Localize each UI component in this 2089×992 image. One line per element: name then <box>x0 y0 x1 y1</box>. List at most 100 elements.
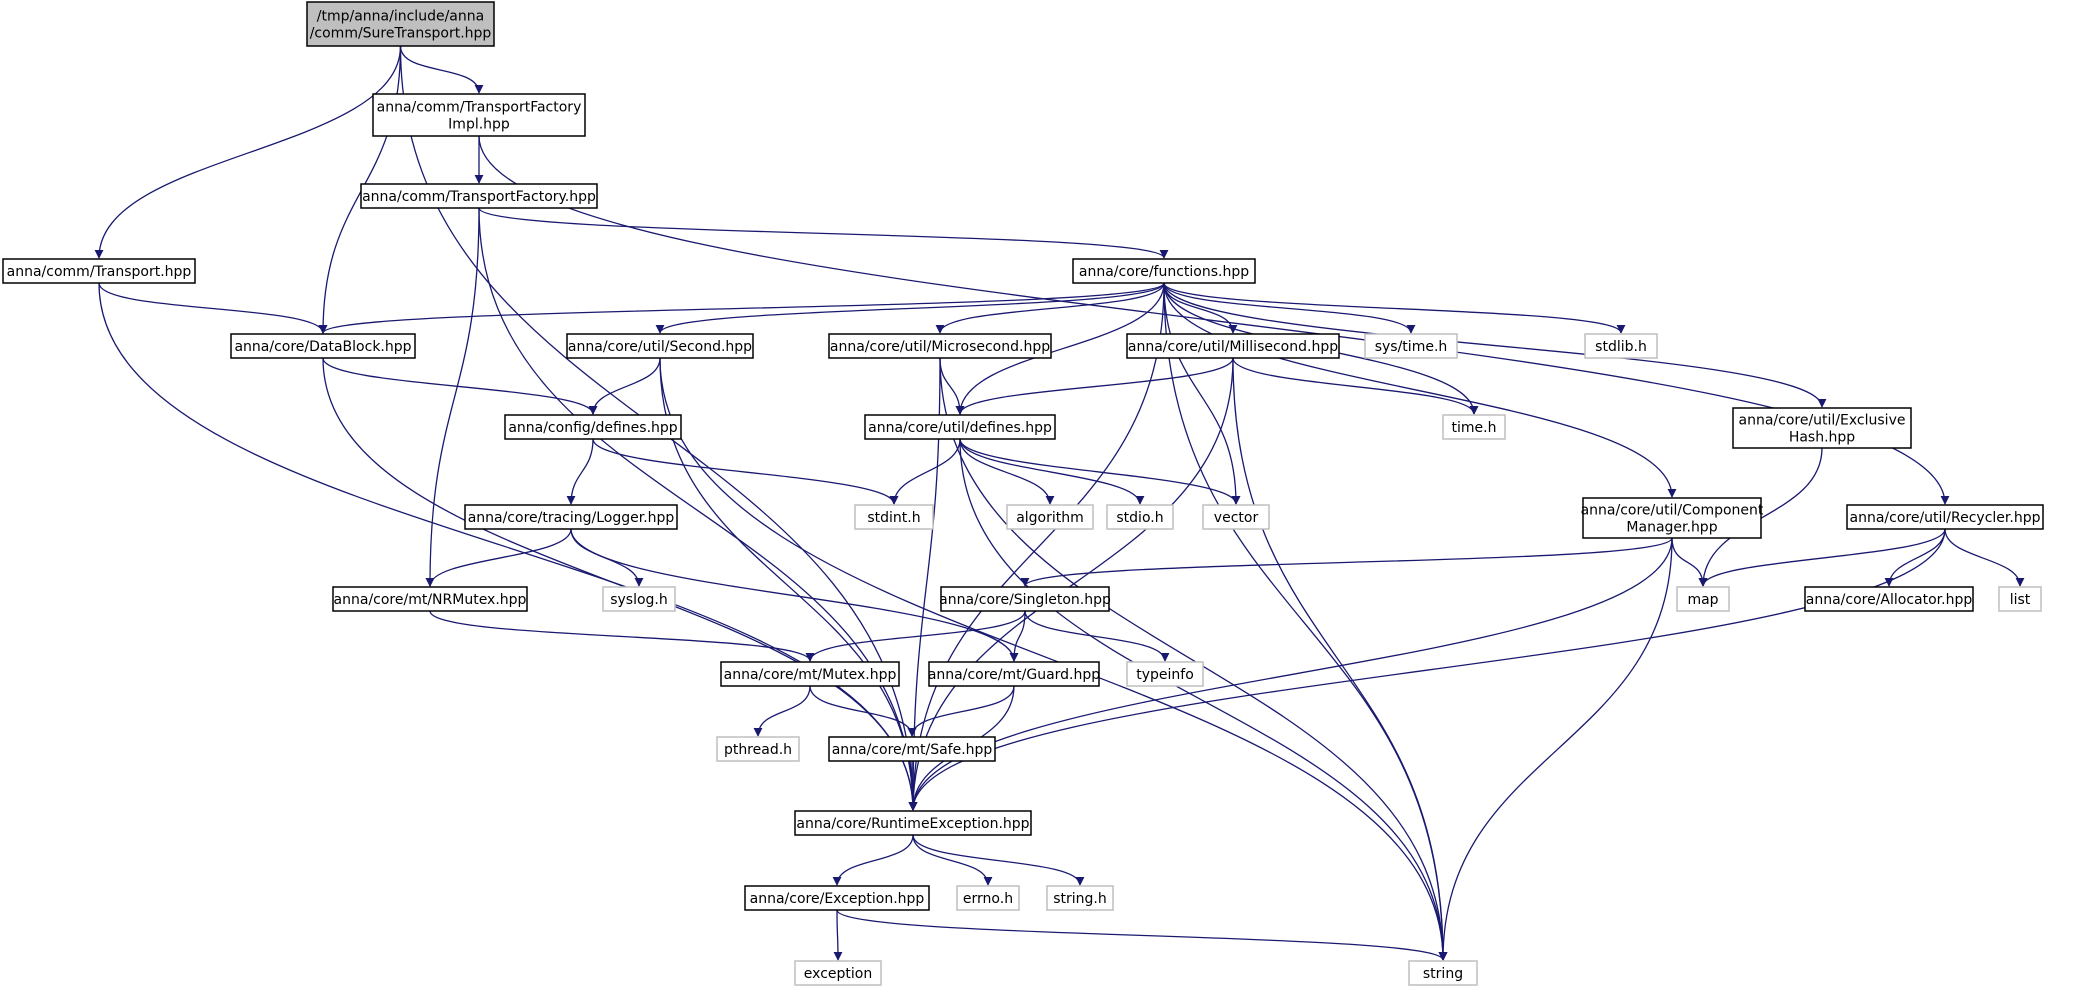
node-box <box>1998 586 2042 612</box>
node-label: anna/core/tracing/Logger.hpp <box>468 510 675 526</box>
node-singleton[interactable]: anna/core/Singleton.hpp <box>939 586 1111 612</box>
node-label: map <box>1687 592 1718 608</box>
node-label: anna/comm/TransportFactory <box>377 100 582 116</box>
node-box <box>1202 504 1270 530</box>
edge-mutex-to-safe <box>809 685 917 737</box>
node-label: anna/core/RuntimeException.hpp <box>796 816 1029 832</box>
node-label: /comm/SureTransport.hpp <box>310 26 492 42</box>
node-label: vector <box>1214 510 1259 526</box>
node-box <box>1584 333 1658 359</box>
edge-util-defines-to-stdint <box>889 438 961 505</box>
node-util-microsecond[interactable]: anna/core/util/Microsecond.hpp <box>828 333 1052 359</box>
node-box <box>230 333 416 359</box>
edge-functions-to-component-manager <box>1163 282 1677 498</box>
node-box <box>854 504 934 530</box>
node-box <box>1732 407 1912 449</box>
node-util-defines[interactable]: anna/core/util/defines.hpp <box>864 414 1056 440</box>
node-runtime-exception[interactable]: anna/core/RuntimeException.hpp <box>794 810 1032 836</box>
edge-functions-to-sys-time <box>1163 282 1416 334</box>
node-label: anna/core/DataBlock.hpp <box>234 339 411 355</box>
edge-runtime-exception-to-errno <box>912 834 993 886</box>
node-string-h: string.h <box>1046 885 1114 911</box>
node-label: anna/core/functions.hpp <box>1079 264 1249 280</box>
edge-mutex-to-pthread <box>753 685 811 737</box>
node-guard[interactable]: anna/core/mt/Guard.hpp <box>928 661 1100 687</box>
node-box <box>1106 504 1174 530</box>
node-transport-factory[interactable]: anna/comm/TransportFactory.hpp <box>360 183 598 209</box>
node-functions[interactable]: anna/core/functions.hpp <box>1072 258 1256 284</box>
edge-singleton-to-typeinfo <box>1024 610 1170 662</box>
node-label: time.h <box>1452 420 1497 436</box>
node-stdlib: stdlib.h <box>1584 333 1658 359</box>
node-util-millisecond[interactable]: anna/core/util/Millisecond.hpp <box>1126 333 1340 359</box>
node-stdint: stdint.h <box>854 504 934 530</box>
edge-util-defines-to-string <box>959 438 1448 961</box>
node-mutex[interactable]: anna/core/mt/Mutex.hpp <box>720 661 900 687</box>
edge-guard-to-safe <box>907 685 1015 737</box>
node-algorithm: algorithm <box>1006 504 1094 530</box>
node-box <box>464 504 678 530</box>
node-datablock[interactable]: anna/core/DataBlock.hpp <box>230 333 416 359</box>
node-label: pthread.h <box>724 742 792 758</box>
node-box <box>864 414 1056 440</box>
node-recycler[interactable]: anna/core/util/Recycler.hpp <box>1846 504 2044 530</box>
node-label: Hash.hpp <box>1789 430 1855 446</box>
edge-recycler-to-map <box>1698 528 1946 587</box>
node-label: anna/comm/TransportFactory.hpp <box>362 189 596 205</box>
node-box <box>1006 504 1094 530</box>
edge-config-defines-to-logger <box>566 438 594 505</box>
node-safe[interactable]: anna/core/mt/Safe.hpp <box>828 736 996 762</box>
node-logger[interactable]: anna/core/tracing/Logger.hpp <box>464 504 678 530</box>
node-label: Impl.hpp <box>448 117 510 133</box>
node-label: anna/core/mt/Safe.hpp <box>832 742 993 758</box>
node-label: anna/core/util/defines.hpp <box>868 420 1052 436</box>
node-util-second[interactable]: anna/core/util/Second.hpp <box>566 333 754 359</box>
edge-singleton-to-mutex <box>805 610 1026 662</box>
node-box <box>828 333 1052 359</box>
edge-component-manager-to-string <box>1438 537 1673 961</box>
node-nrmutex[interactable]: anna/core/mt/NRMutex.hpp <box>332 586 528 612</box>
edge-util-millisecond-to-runtime-exception <box>908 357 1234 811</box>
node-label: anna/core/util/Millisecond.hpp <box>1128 339 1338 355</box>
node-label: anna/core/util/Component <box>1581 503 1764 519</box>
node-exception-hpp[interactable]: anna/core/Exception.hpp <box>744 885 930 911</box>
node-label: string.h <box>1053 891 1107 907</box>
node-sure-transport[interactable]: /tmp/anna/include/anna/comm/SureTranspor… <box>306 1 495 47</box>
node-allocator[interactable]: anna/core/Allocator.hpp <box>1804 586 1974 612</box>
node-label: anna/core/mt/Guard.hpp <box>928 667 1100 683</box>
edge-util-millisecond-to-time-h <box>1232 357 1479 415</box>
node-exception: exception <box>794 960 882 986</box>
node-box <box>360 183 598 209</box>
node-label: syslog.h <box>610 592 668 608</box>
node-typeinfo: typeinfo <box>1126 661 1204 687</box>
edge-recycler-to-list <box>1944 528 2025 587</box>
node-stdio: stdio.h <box>1106 504 1174 530</box>
edge-transport-factory-to-runtime-exception <box>478 207 918 811</box>
node-label: anna/config/defines.hpp <box>508 420 677 436</box>
node-box <box>306 1 495 47</box>
edge-runtime-exception-to-exception-hpp <box>832 834 914 886</box>
node-label: exception <box>804 966 872 982</box>
node-label: anna/core/Exception.hpp <box>750 891 925 907</box>
node-box <box>720 661 900 687</box>
node-label: stdint.h <box>867 510 920 526</box>
node-vector: vector <box>1202 504 1270 530</box>
node-transport[interactable]: anna/comm/Transport.hpp <box>2 258 196 284</box>
node-box <box>928 661 1100 687</box>
node-label: anna/core/util/Second.hpp <box>568 339 752 355</box>
edge-logger-to-guard <box>570 528 1019 662</box>
node-box <box>1442 414 1506 440</box>
node-label: anna/core/mt/Mutex.hpp <box>724 667 897 683</box>
edge-util-second-to-config-defines <box>588 357 661 415</box>
node-label: list <box>2010 592 2031 608</box>
node-config-defines[interactable]: anna/config/defines.hpp <box>504 414 682 440</box>
node-syslog: syslog.h <box>602 586 676 612</box>
edge-util-defines-to-algorithm <box>959 438 1055 505</box>
edge-safe-to-runtime-exception <box>908 760 918 811</box>
edge-runtime-exception-to-string-h <box>912 834 1085 886</box>
node-box <box>1126 333 1340 359</box>
